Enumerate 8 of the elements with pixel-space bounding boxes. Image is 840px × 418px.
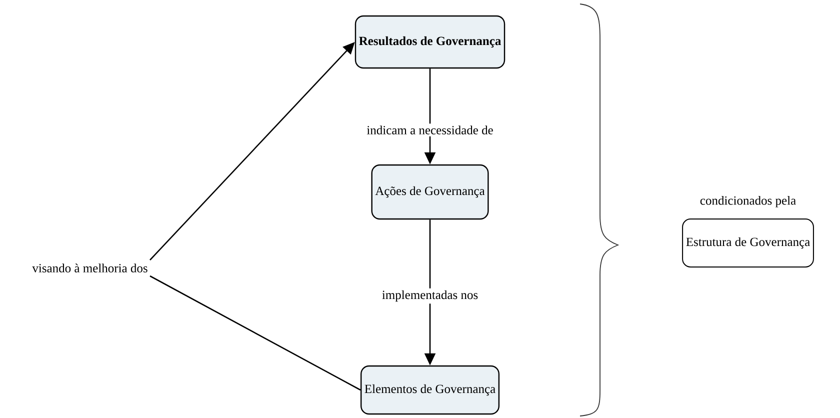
node-caption: condicionados pela [700, 196, 796, 208]
edge-label: implementadas nos [380, 288, 480, 304]
concept-box: Resultados de Governança [354, 15, 506, 69]
concept-text: visando à melhoria dos [32, 264, 148, 272]
concept-box: Elementos de Governança [360, 365, 500, 415]
concept-box: Estrutura de Governança [682, 218, 814, 268]
concept-box: Ações de Governança [371, 164, 489, 220]
edge-label: indicam a necessidade de [364, 124, 496, 136]
